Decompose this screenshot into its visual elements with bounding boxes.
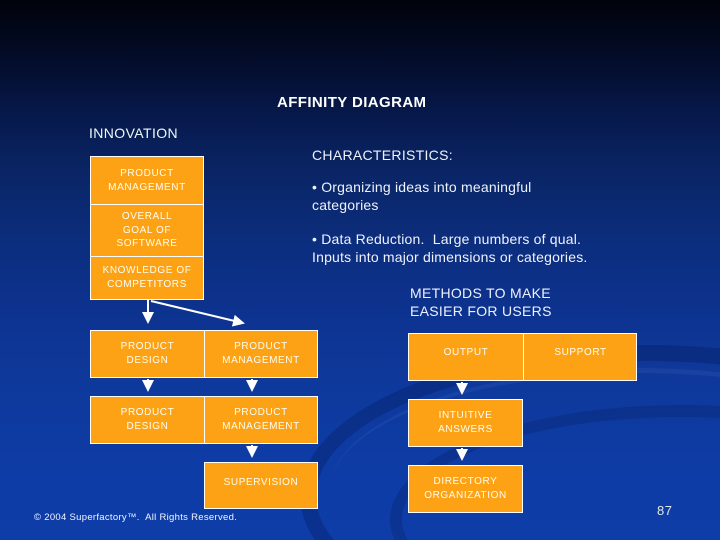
characteristics-bullet: • Data Reduction. Large numbers of qual.…: [312, 231, 588, 265]
box-product-management: PRODUCT MANAGEMENT: [204, 331, 317, 377]
box-intuitive-answers-label: INTUITIVE ANSWERS: [438, 410, 493, 435]
box-product-design: PRODUCT DESIGN: [120, 407, 175, 432]
box-product-management: PRODUCT MANAGEMENT: [108, 167, 186, 193]
innovation-row-1: PRODUCT DESIGN PRODUCT MANAGEMENT: [90, 330, 318, 378]
box-output: OUTPUT: [443, 347, 489, 359]
box-support: SUPPORT: [523, 334, 637, 380]
box-knowledge-of-competitors: KNOWLEDGE OF COMPETITORS: [91, 256, 203, 299]
arrow-knowledge-to-management: [150, 300, 245, 327]
box-product-management: PRODUCT MANAGEMENT: [204, 397, 317, 443]
box-supervision: SUPERVISION: [204, 462, 318, 509]
innovation-group-label: INNOVATION: [89, 125, 179, 141]
methods-heading: METHODS TO MAKE EASIER FOR USERS: [410, 285, 552, 319]
innovation-row-2: PRODUCT DESIGN PRODUCT MANAGEMENT: [90, 396, 318, 444]
innovation-column: PRODUCT MANAGEMENT OVERALL GOAL OF SOFTW…: [90, 156, 204, 300]
slide-title: AFFINITY DIAGRAM: [277, 94, 427, 111]
box-supervision-label: SUPERVISION: [223, 476, 299, 488]
box-intuitive-answers: INTUITIVE ANSWERS: [408, 399, 523, 447]
box-directory-organization-label: DIRECTORY ORGANIZATION: [424, 476, 507, 501]
characteristics-bullet: • Organizing ideas into meaningful categ…: [312, 179, 532, 213]
characteristics-heading: CHARACTERISTICS:: [312, 147, 453, 163]
copyright-footer: © 2004 Superfactory™. All Rights Reserve…: [34, 512, 238, 523]
box-product-design: PRODUCT DESIGN: [120, 341, 175, 366]
page-number: 87: [657, 503, 673, 518]
characteristics-block: CHARACTERISTICS: • Organizing ideas into…: [312, 147, 652, 265]
methods-row: OUTPUT SUPPORT: [408, 333, 637, 381]
box-directory-organization: DIRECTORY ORGANIZATION: [408, 465, 523, 513]
box-overall-goal-of-software: OVERALL GOAL OF SOFTWARE: [91, 204, 203, 256]
